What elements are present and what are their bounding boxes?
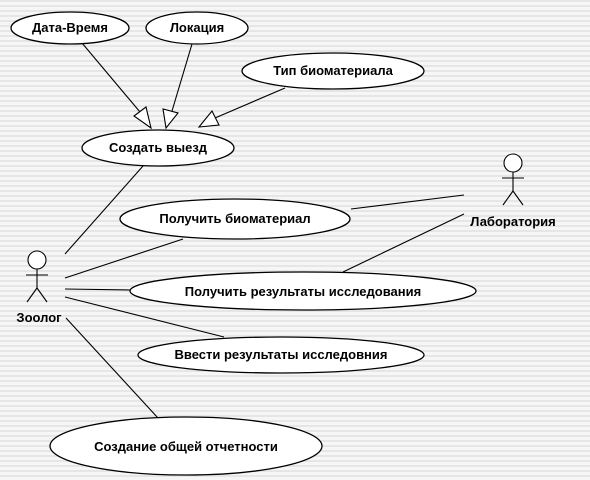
actor-zoologist-label: Зоолог <box>16 310 62 325</box>
use-case-get-results[interactable]: Получить результаты исследования <box>129 271 477 311</box>
use-case-biomaterial-type[interactable]: Тип биоматериала <box>241 52 425 90</box>
use-case-location-label: Локация <box>170 20 224 35</box>
use-case-general-report[interactable]: Создание общей отчетности <box>49 416 323 476</box>
actor-laboratory-label: Лаборатория <box>470 214 555 229</box>
use-case-enter-results-label: Ввести результаты исследовния <box>174 347 387 362</box>
generalization-datetime-to-create-trip <box>81 42 152 130</box>
association-zoologist-get-biomaterial <box>64 238 184 279</box>
use-case-create-trip[interactable]: Создать выезд <box>81 129 235 167</box>
use-case-get-results-label: Получить результаты исследования <box>185 284 421 299</box>
stick-figure-icon <box>502 153 524 206</box>
use-case-datetime[interactable]: Дата-Время <box>10 11 130 45</box>
association-zoologist-get-results <box>64 288 131 291</box>
generalization-location-to-create-trip <box>162 43 193 130</box>
association-laboratory-get-results <box>342 213 465 273</box>
stick-figure-icon <box>26 250 48 303</box>
generalization-biomaterial-type-to-create-trip <box>197 87 286 128</box>
actor-zoologist[interactable]: Зоолог <box>16 250 62 325</box>
use-case-get-biomaterial-label: Получить биоматериал <box>159 211 310 226</box>
use-case-create-trip-label: Создать выезд <box>109 140 208 155</box>
association-laboratory-get-biomaterial <box>350 194 465 210</box>
association-zoologist-create-trip <box>64 165 144 255</box>
use-case-datetime-label: Дата-Время <box>32 20 108 35</box>
actor-laboratory[interactable]: Лаборатория <box>470 153 556 229</box>
use-case-get-biomaterial[interactable]: Получить биоматериал <box>119 198 351 240</box>
association-zoologist-general-report <box>65 317 159 419</box>
use-case-enter-results[interactable]: Ввести результаты исследовния <box>137 336 425 374</box>
use-case-biomaterial-type-label: Тип биоматериала <box>273 63 393 78</box>
use-case-location[interactable]: Локация <box>145 11 249 45</box>
use-case-general-report-label: Создание общей отчетности <box>94 439 278 454</box>
association-zoologist-enter-results <box>64 296 225 338</box>
